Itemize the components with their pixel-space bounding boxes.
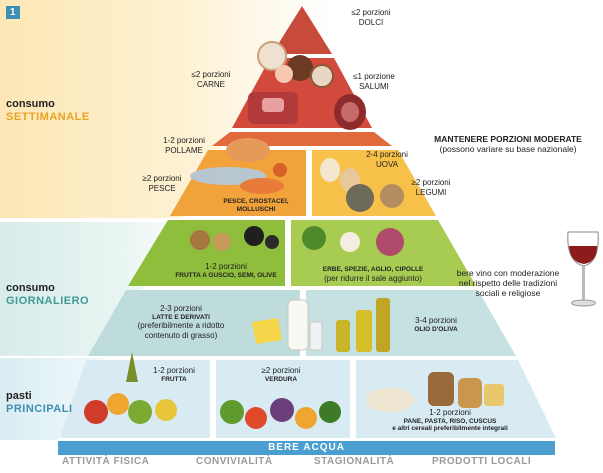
frutta-label: 1-2 porzioni FRUTTA (140, 366, 208, 383)
pesce-caption-line1: PESCE, CROSTACEI, (214, 198, 298, 206)
main-label-line2: PRINCIPALI (6, 403, 73, 416)
frutta-portions: 1-2 porzioni (140, 366, 208, 376)
salumi-name: SALUMI (338, 82, 410, 92)
dolci-label: ≤2 porzioni DOLCI (336, 8, 406, 27)
olio-name: OLIO D'OLIVA (396, 326, 476, 334)
salumi-label: ≤1 porzione SALUMI (338, 72, 410, 91)
footer-stagionalita: STAGIONALITÀ (314, 456, 394, 467)
erbe-label: ERBE, SPEZIE, AGLIO, CIPOLLE (per ridurr… (298, 266, 448, 283)
pollame-portions: 1-2 porzioni (144, 136, 224, 146)
pesce-label: ≥2 porzioni PESCE (124, 174, 200, 193)
pollame-label: 1-2 porzioni POLLAME (144, 136, 224, 155)
weekly-section-label: consumo SETTIMANALE (6, 98, 90, 124)
footer-convivialita: CONVIVIALITÀ (196, 456, 273, 467)
uova-portions: 2-4 porzioni (352, 150, 422, 160)
water-bar: BERE ACQUA (58, 441, 555, 455)
pesce-portions: ≥2 porzioni (124, 174, 200, 184)
main-section-label: pasti PRINCIPALI (6, 390, 73, 416)
moderation-title: MANTENERE PORZIONI MODERATE (418, 134, 598, 144)
cereali-note: e altri cereali preferibilmente integral… (360, 425, 540, 433)
legumi-name: LEGUMI (396, 188, 466, 198)
latte-label: 2-3 porzioni LATTE E DERIVATI (preferibi… (116, 304, 246, 340)
verdura-portions: ≥2 porzioni (246, 366, 316, 376)
carne-name: CARNE (176, 80, 246, 90)
main-label-line1: pasti (6, 390, 73, 403)
wine-line2: nel rispetto delle tradizioni (452, 278, 564, 288)
olio-label: 3-4 porzioni OLIO D'OLIVA (396, 316, 476, 333)
latte-portions: 2-3 porzioni (116, 304, 246, 314)
legumi-portions: ≥2 porzioni (396, 178, 466, 188)
frutta-guscio-portions: 1-2 porzioni (160, 262, 292, 272)
latte-note2: contenuto di grasso) (116, 331, 246, 341)
cereali-portions: 1-2 porzioni (360, 408, 540, 418)
moderation-info: MANTENERE PORZIONI MODERATE (possono var… (418, 134, 598, 154)
erbe-note: (per ridurre il sale aggiunto) (298, 274, 448, 284)
daily-label-line1: consumo (6, 282, 89, 295)
weekly-label-line1: consumo (6, 98, 90, 111)
dolci-portions: ≤2 porzioni (336, 8, 406, 18)
wine-line3: sociali e religiose (452, 288, 564, 298)
moderation-subtitle: (possono variare su base nazionale) (418, 144, 598, 154)
olio-portions: 3-4 porzioni (396, 316, 476, 326)
carne-label: ≤2 porzioni CARNE (176, 70, 246, 89)
pollame-illustration (226, 138, 270, 162)
pollame-name: POLLAME (144, 146, 224, 156)
latte-name: LATTE E DERIVATI (116, 314, 246, 322)
wine-glass-illustration (568, 232, 598, 306)
daily-section-label: consumo GIORNALIERO (6, 282, 89, 308)
dolci-name: DOLCI (336, 18, 406, 28)
uova-name: UOVA (352, 160, 422, 170)
frutta-name: FRUTTA (140, 376, 208, 384)
wine-line1: bere vino con moderazione (452, 268, 564, 278)
latte-note1: (preferibilmente a ridotto (116, 321, 246, 331)
carne-portions: ≤2 porzioni (176, 70, 246, 80)
footer-prodotti-locali: PRODOTTI LOCALI (432, 456, 531, 467)
verdura-label: ≥2 porzioni VERDURA (246, 366, 316, 383)
legumi-label: ≥2 porzioni LEGUMI (396, 178, 466, 197)
frutta-guscio-name: FRUTTA A GUSCIO, SEMI, OLIVE (160, 272, 292, 280)
pesce-caption-line2: MOLLUSCHI (214, 206, 298, 214)
pesce-caption: PESCE, CROSTACEI, MOLLUSCHI (214, 198, 298, 213)
weekly-label-line2: SETTIMANALE (6, 111, 90, 124)
cereali-name: PANE, PASTA, RISO, CUSCUS (360, 418, 540, 426)
erbe-name: ERBE, SPEZIE, AGLIO, CIPOLLE (298, 266, 448, 274)
daily-label-line2: GIORNALIERO (6, 295, 89, 308)
footer-attivita-fisica: ATTIVITÀ FISICA (62, 456, 149, 467)
pesce-name: PESCE (124, 184, 200, 194)
wine-info: bere vino con moderazione nel rispetto d… (452, 268, 564, 298)
verdura-name: VERDURA (246, 376, 316, 384)
salumi-portions: ≤1 porzione (338, 72, 410, 82)
frutta-guscio-label: 1-2 porzioni FRUTTA A GUSCIO, SEMI, OLIV… (160, 262, 292, 279)
uova-label: 2-4 porzioni UOVA (352, 150, 422, 169)
cereali-label: 1-2 porzioni PANE, PASTA, RISO, CUSCUS e… (360, 408, 540, 433)
